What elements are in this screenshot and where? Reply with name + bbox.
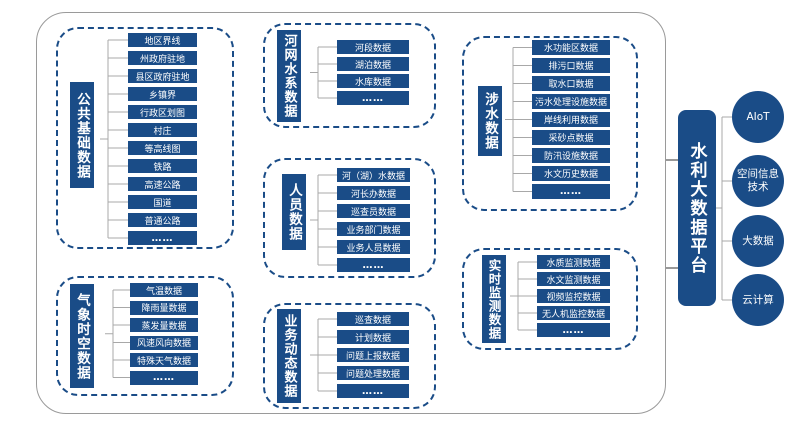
list-item: 普通公路 xyxy=(128,213,197,227)
list-item: 河（湖）水数据 xyxy=(337,168,410,182)
tech-big-data: 大数据 xyxy=(732,215,784,267)
list-item: 防汛设施数据 xyxy=(532,148,610,163)
list-item: 巡查员数据 xyxy=(337,204,410,218)
list-item: 水质监测数据 xyxy=(537,255,610,269)
list-item: 水文历史数据 xyxy=(532,166,610,181)
list-item: 气温数据 xyxy=(130,283,198,297)
list-item: 风速风向数据 xyxy=(130,335,198,350)
list-item: 河长办数据 xyxy=(337,186,410,200)
list-item: 问题上报数据 xyxy=(337,348,409,362)
list-item: 视频监控数据 xyxy=(537,289,610,303)
list-item: 水库数据 xyxy=(337,74,409,88)
data-resources-container xyxy=(36,12,666,414)
group-title-personnel: 人员数据 xyxy=(282,174,306,250)
group-water-related xyxy=(462,36,638,211)
list-item-more: …… xyxy=(537,323,610,337)
list-item: 水功能区数据 xyxy=(532,40,610,55)
group-title-public-base: 公共基础数据 xyxy=(70,82,94,188)
group-title-business-dynamic: 业务动态数据 xyxy=(277,309,301,403)
tech-aiot: AIoT xyxy=(732,91,784,143)
list-item: 水文监测数据 xyxy=(537,272,610,286)
group-river-network xyxy=(263,23,436,128)
platform-title: 水利大数据平台 xyxy=(678,110,716,306)
list-item: 国道 xyxy=(128,195,197,209)
tech-cloud-computing: 云计算 xyxy=(732,274,784,326)
list-item: 蒸发量数据 xyxy=(130,318,198,332)
group-title-river-network: 河网水系数据 xyxy=(277,30,301,122)
group-weather xyxy=(56,276,234,396)
list-item-more: …… xyxy=(337,91,409,105)
list-item: 铁路 xyxy=(128,159,197,173)
list-item: 州政府驻地 xyxy=(128,51,197,65)
list-item: 河段数据 xyxy=(337,40,409,54)
group-personnel xyxy=(263,158,436,278)
list-item: 业务人员数据 xyxy=(337,240,410,254)
list-item: 湖泊数据 xyxy=(337,57,409,71)
list-item: 采砂点数据 xyxy=(532,130,610,145)
list-item: 地区界线 xyxy=(128,33,197,47)
list-item: 巡查数据 xyxy=(337,312,409,326)
list-item: 无人机监控数据 xyxy=(537,306,610,320)
list-item-more: …… xyxy=(128,231,197,245)
list-item: 高速公路 xyxy=(128,177,197,191)
list-item: 岸线利用数据 xyxy=(532,112,610,127)
list-item: 取水口数据 xyxy=(532,76,610,91)
group-business-dynamic xyxy=(263,303,436,409)
list-item: 等高线图 xyxy=(128,141,197,155)
group-public-base xyxy=(56,27,234,249)
list-item: 业务部门数据 xyxy=(337,222,410,236)
group-title-weather: 气象时空数据 xyxy=(70,284,94,388)
group-title-water-related: 涉水数据 xyxy=(478,86,502,156)
tech-spatial-info: 空间信息技术 xyxy=(732,155,784,207)
list-item: 村庄 xyxy=(128,123,197,137)
list-item: 降雨量数据 xyxy=(130,300,198,315)
list-item-more: …… xyxy=(337,384,409,398)
list-item: 乡镇界 xyxy=(128,87,197,101)
list-item-more: …… xyxy=(337,258,410,272)
group-title-realtime: 实时监测数据 xyxy=(482,255,506,343)
list-item: 排污口数据 xyxy=(532,58,610,73)
list-item-more: …… xyxy=(532,184,610,199)
list-item: 行政区划图 xyxy=(128,105,197,119)
list-item: 问题处理数据 xyxy=(337,366,409,380)
list-item-more: …… xyxy=(130,370,198,385)
list-item: 县区政府驻地 xyxy=(128,69,197,83)
list-item: 污水处理设施数据 xyxy=(532,94,610,109)
list-item: 特殊天气数据 xyxy=(130,353,198,367)
group-realtime xyxy=(462,248,638,350)
list-item: 计划数据 xyxy=(337,330,409,344)
